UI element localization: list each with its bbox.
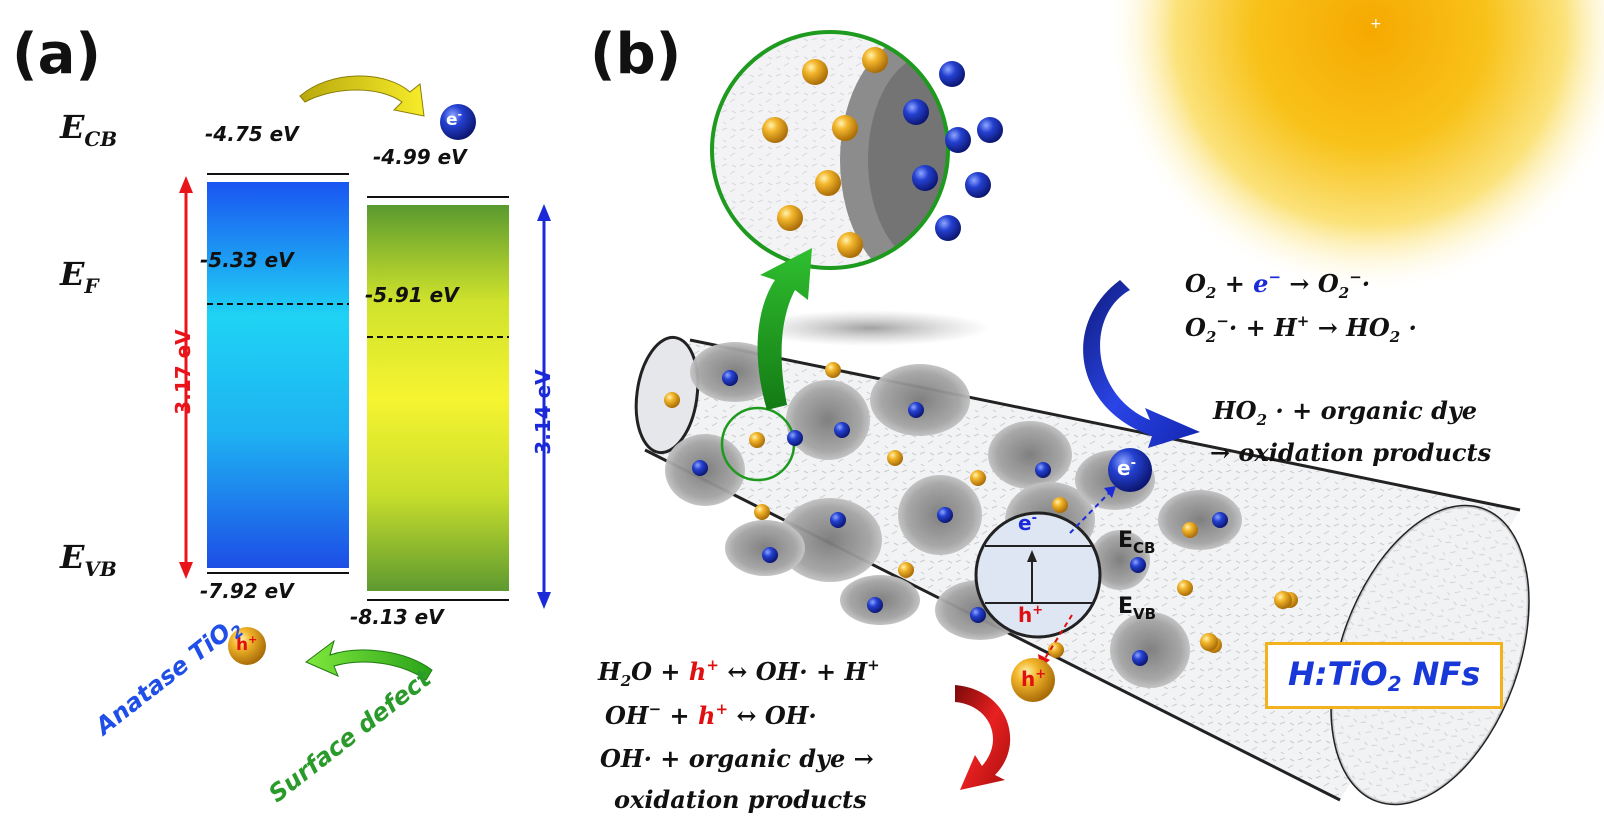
electron-dashed-arrow	[1069, 486, 1116, 534]
eq-hole-2: OH− + h+ ↔ OH·	[605, 700, 817, 730]
product-label: H:TiO2 NFs	[1265, 642, 1504, 709]
defect-gap-value: 3.14 eV	[531, 369, 555, 455]
inset-electron-label: e-	[1018, 511, 1037, 535]
defect-cb-value: -4.99 eV	[373, 145, 467, 169]
electron-symbol-b: e-	[1117, 456, 1136, 480]
defect-vb-value: -8.13 eV	[350, 605, 444, 629]
eq-electron-4: → oxidation products	[1210, 438, 1492, 467]
eq-electron-3: HO2 · + organic dye	[1213, 396, 1478, 429]
sun-glow	[1110, 0, 1604, 290]
anatase-gap-value: 3.17 eV	[171, 329, 195, 415]
level-ecb: ECB	[60, 108, 118, 151]
zoom-gold-particles	[762, 47, 888, 258]
zoom-shadow	[750, 310, 990, 346]
zoom-blue-particles	[903, 61, 1003, 241]
panel-b-label: (b)	[590, 22, 682, 87]
electron-transfer-arrow	[299, 75, 425, 117]
anatase-cb-value: -4.75 eV	[205, 122, 299, 146]
zoom-arrow	[757, 248, 812, 410]
defect-band	[367, 205, 509, 591]
svg-text:+: +	[1370, 16, 1382, 32]
defect-gap-arrow	[537, 204, 551, 609]
hole-particle-a	[228, 627, 266, 665]
eq-electron-1: O2 + e− → O2−·	[1185, 268, 1371, 302]
eq-electron-2: O2−· + H+ → HO2 ·	[1185, 312, 1417, 346]
hole-transfer-arrow	[305, 639, 433, 681]
level-ef: EF	[60, 255, 99, 298]
inset-evb-label: EVB	[1118, 594, 1157, 623]
electron-particle-b	[1108, 448, 1152, 492]
anatase-vb-value: -7.92 eV	[200, 579, 294, 603]
zoom-inset	[710, 30, 1003, 270]
hole-reaction-arrow	[955, 685, 1011, 790]
electron-symbol-a: e-	[446, 108, 463, 130]
eq-hole-4: oxidation products	[614, 785, 867, 814]
band-inset	[974, 511, 1102, 639]
eq-hole-3: OH· + organic dye →	[600, 744, 874, 773]
anatase-band	[207, 182, 349, 568]
anatase-gap-arrow	[179, 176, 193, 579]
hole-symbol-b: h+	[1021, 667, 1047, 691]
inset-ecb-label: ECB	[1118, 528, 1156, 557]
panel-a-label: (a)	[12, 22, 101, 87]
inset-hole-label: h+	[1018, 603, 1044, 627]
level-evb: EVB	[60, 538, 117, 581]
electron-particle-a	[440, 104, 476, 140]
hole-symbol-a: h+	[236, 633, 258, 655]
defect-ef-value: -5.91 eV	[365, 283, 459, 307]
electron-reaction-arrow	[1083, 280, 1200, 448]
eq-hole-1: H2O + h+ ↔ OH· + H+	[598, 656, 880, 690]
anatase-ef-value: -5.33 eV	[200, 248, 294, 272]
hole-particle-b	[1011, 658, 1055, 702]
fiber-blue-particles	[692, 370, 1228, 666]
